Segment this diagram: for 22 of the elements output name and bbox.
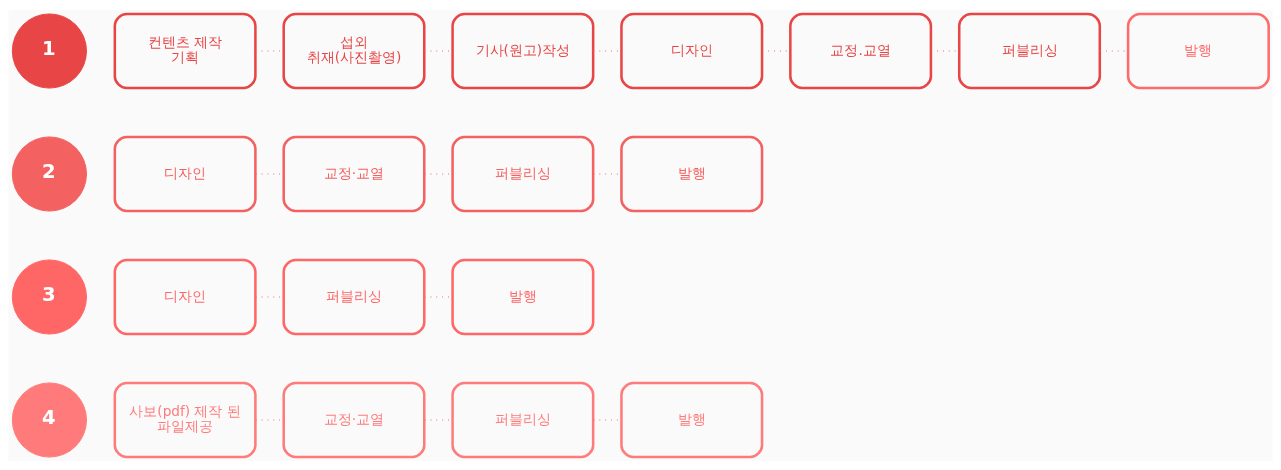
node-box: 디자인 xyxy=(113,135,257,212)
node-box: 발행 xyxy=(451,258,595,335)
node-circle: 4 xyxy=(11,381,87,458)
node-box: 퍼블리싱 xyxy=(451,381,595,458)
node-circle: 2 xyxy=(11,135,87,212)
node-box: 발행 xyxy=(620,135,764,212)
node-box: 디자인 xyxy=(113,258,257,335)
node-box: 퍼블리싱 xyxy=(957,12,1102,89)
node-box: 교정.교열 xyxy=(789,12,933,89)
node-circle: 1 xyxy=(11,12,87,89)
node-box: 컨텐츠 제작 기획 xyxy=(113,12,257,89)
node-box: 퍼블리싱 xyxy=(451,135,595,212)
node-box: 발행 xyxy=(1126,12,1270,89)
node-box: 섭외 취재(사진촬영) xyxy=(282,12,426,89)
node-box: 퍼블리싱 xyxy=(282,258,426,335)
node-box: 발행 xyxy=(620,381,764,458)
node-box: 교정·교열 xyxy=(282,135,426,212)
node-box: 교정·교열 xyxy=(282,381,426,458)
node-circle: 3 xyxy=(11,258,87,335)
node-box: 사보(pdf) 제작 된 파일제공 xyxy=(113,381,257,458)
node-box: 디자인 xyxy=(620,12,764,89)
node-box: 기사(원고)작성 xyxy=(451,12,595,89)
